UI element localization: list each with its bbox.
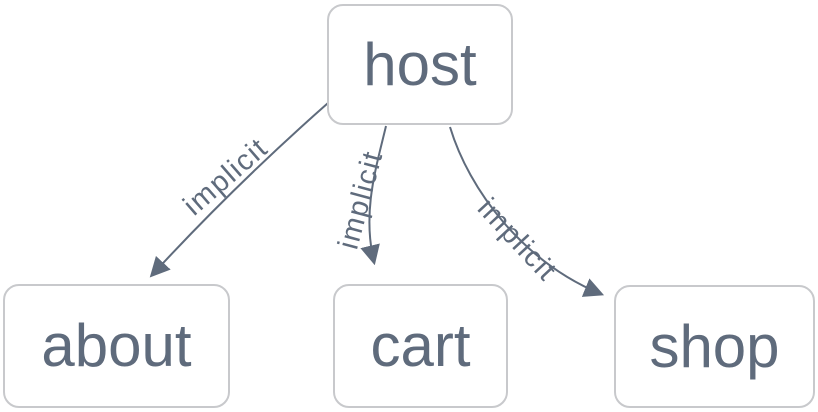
node-cart: cart (333, 284, 508, 408)
node-host: host (327, 4, 513, 125)
edge-label-host-shop: implicit (471, 192, 563, 287)
edge-host-about (149, 102, 329, 278)
edge-label-host-about: implicit (178, 132, 275, 222)
edge-host-cart (360, 125, 387, 266)
edge-host-shop (449, 126, 605, 297)
node-shop: shop (614, 285, 815, 408)
edge-label-host-cart: implicit (333, 147, 390, 252)
node-about: about (3, 284, 230, 408)
